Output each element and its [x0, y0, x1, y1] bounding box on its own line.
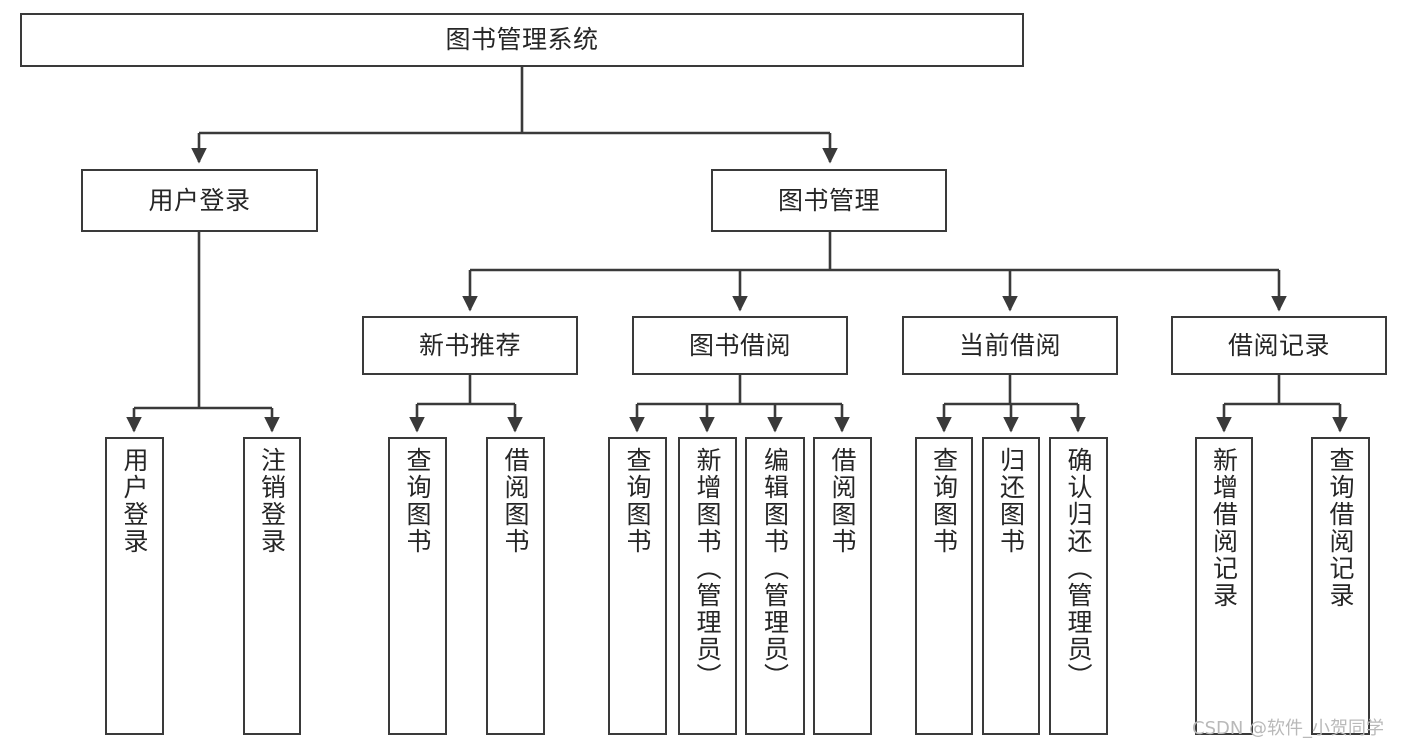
node-label: 图书管理系统 [445, 25, 599, 54]
node-book-management[interactable]: 图书管理 [711, 169, 947, 232]
leaf-borrow-book-new[interactable]: 借阅图书 [486, 437, 545, 735]
node-label: 图书管理 [777, 185, 880, 215]
node-label: 当前借阅 [958, 330, 1061, 360]
node-label: 新增图书（管理员） [693, 447, 722, 690]
node-book-borrow[interactable]: 图书借阅 [632, 316, 848, 375]
leaf-query-book-borrow[interactable]: 查询图书 [608, 437, 667, 735]
node-label: 借阅图书 [501, 447, 530, 555]
leaf-query-book-new[interactable]: 查询图书 [388, 437, 447, 735]
node-root-system[interactable]: 图书管理系统 [20, 13, 1024, 67]
csdn-watermark: CSDN @软件_小贺同学 [1192, 718, 1385, 739]
leaf-user-login[interactable]: 用户登录 [105, 437, 164, 735]
leaf-logout[interactable]: 注销登录 [243, 437, 301, 735]
leaf-return-book[interactable]: 归还图书 [982, 437, 1040, 735]
leaf-query-borrow-record[interactable]: 查询借阅记录 [1311, 437, 1370, 735]
leaf-edit-book-admin[interactable]: 编辑图书（管理员） [745, 437, 805, 735]
node-label: 查询图书 [623, 447, 652, 555]
node-label: 借阅图书 [828, 447, 857, 555]
node-label: 用户登录 [120, 447, 149, 555]
node-user-login[interactable]: 用户登录 [81, 169, 318, 232]
leaf-add-borrow-record[interactable]: 新增借阅记录 [1195, 437, 1253, 735]
node-label: 图书借阅 [688, 330, 791, 360]
node-label: 注销登录 [257, 447, 287, 555]
node-label: 查询图书 [929, 447, 959, 555]
node-label: 新书推荐 [418, 330, 521, 360]
node-label: 新增借阅记录 [1209, 447, 1239, 609]
leaf-confirm-return-admin[interactable]: 确认归还（管理员） [1049, 437, 1108, 735]
leaf-add-book-admin[interactable]: 新增图书（管理员） [678, 437, 737, 735]
node-label: 编辑图书（管理员） [760, 447, 790, 690]
node-label: 用户登录 [148, 185, 251, 215]
node-label: 借阅记录 [1227, 330, 1330, 360]
leaf-query-book-current[interactable]: 查询图书 [915, 437, 973, 735]
node-new-book-recommend[interactable]: 新书推荐 [362, 316, 578, 375]
node-label: 确认归还（管理员） [1064, 447, 1093, 690]
leaf-borrow-book[interactable]: 借阅图书 [813, 437, 872, 735]
node-label: 查询借阅记录 [1326, 447, 1355, 609]
node-current-borrow[interactable]: 当前借阅 [902, 316, 1118, 375]
node-label: 查询图书 [403, 447, 432, 555]
node-label: 归还图书 [996, 447, 1026, 555]
node-borrow-record[interactable]: 借阅记录 [1171, 316, 1387, 375]
